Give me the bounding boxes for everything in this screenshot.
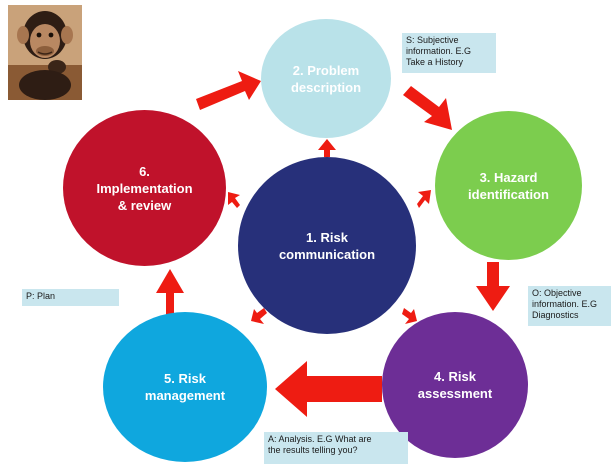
note-analysis: A: Analysis. E.G What are the results te…	[264, 432, 408, 464]
node-implementation-review-label: 6. Implementation & review	[96, 163, 193, 213]
node-implementation-review: 6. Implementation & review	[63, 110, 226, 266]
arrow-management-to-implementation	[156, 269, 184, 318]
arrow-hub-to-implementation	[228, 192, 240, 208]
arrow-hub-to-hazard	[417, 190, 431, 208]
thinking-chimpanzee-icon	[8, 5, 82, 100]
node-risk-assessment: 4. Risk assessment	[382, 312, 528, 458]
node-risk-assessment-label: 4. Risk assessment	[417, 369, 493, 401]
note-plan: P: Plan	[22, 289, 119, 306]
node-problem-description-label: 2. Problem description	[290, 62, 362, 95]
note-objective: O: Objective information. E.G Diagnostic…	[528, 286, 611, 326]
arrow-hub-to-management	[251, 308, 267, 324]
note-subjective: S: Subjective information. E.G Take a Hi…	[402, 33, 496, 73]
arrow-problem-to-hazard	[403, 86, 452, 130]
node-risk-management: 5. Risk management	[103, 312, 267, 462]
node-risk-communication: 1. Risk communication	[238, 157, 416, 334]
arrow-hub-to-assessment	[402, 308, 417, 324]
arrow-implementation-to-problem	[196, 71, 261, 110]
node-hazard-identification: 3. Hazard identification	[435, 111, 582, 260]
arrow-assessment-to-management	[275, 361, 382, 417]
node-risk-management-label: 5. Risk management	[144, 371, 226, 403]
node-hazard-identification-label: 3. Hazard identification	[468, 169, 549, 202]
node-risk-communication-label: 1. Risk communication	[278, 229, 376, 262]
arrow-hazard-to-assessment	[476, 262, 510, 311]
arrow-hub-to-problem	[318, 139, 336, 157]
node-problem-description: 2. Problem description	[261, 19, 391, 138]
